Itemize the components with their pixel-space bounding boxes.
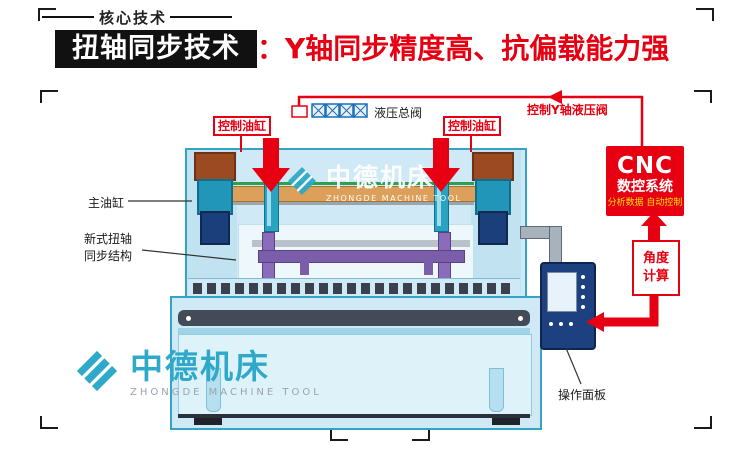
front-panel bbox=[178, 334, 532, 416]
hydraulic-valve-symbol bbox=[311, 103, 368, 118]
crop-mark bbox=[40, 416, 58, 429]
panel-button bbox=[581, 295, 585, 299]
footer-brand-cn: 中德机床 bbox=[130, 347, 270, 386]
cnc-system-box: CNC 数控系统 分析数据 自动控制 bbox=[606, 146, 684, 216]
label-control-y-valve: 控制Y轴液压阀 bbox=[527, 103, 608, 117]
angle-to-cnc-arrow bbox=[641, 212, 667, 240]
footer-logo: 中德机床 ZHONGDE MACHINE TOOL bbox=[74, 348, 322, 398]
crop-mark bbox=[412, 428, 430, 441]
right-main-cylinder-body bbox=[475, 179, 511, 215]
panel-button bbox=[581, 275, 585, 279]
header-rule-right bbox=[170, 16, 232, 18]
label-control-cylinder-left: 控制油缸 bbox=[213, 116, 271, 136]
left-main-cylinder-body bbox=[197, 179, 233, 215]
front-slot-left bbox=[206, 368, 221, 412]
right-control-cylinder-highlight bbox=[437, 182, 441, 226]
cnc-subtitle: 数控系统 bbox=[617, 178, 673, 195]
torsion-link-left bbox=[300, 261, 309, 275]
left-control-cylinder-highlight bbox=[267, 182, 271, 226]
right-oil-tank bbox=[472, 152, 514, 181]
header-tag: 核心技术 bbox=[99, 9, 168, 27]
panel-button bbox=[569, 322, 573, 326]
machine-foot-right bbox=[492, 418, 520, 425]
leader-operation-panel bbox=[565, 347, 582, 385]
front-slot-right bbox=[489, 368, 504, 412]
cnc-caption: 分析数据 自动控制 bbox=[607, 197, 683, 208]
page-title: 扭轴同步技术 bbox=[55, 30, 257, 68]
torsion-link-right bbox=[424, 261, 433, 275]
crop-mark bbox=[694, 90, 712, 103]
center-watermark: 中德机床 ZHONGDE MACHINE TOOL bbox=[286, 158, 461, 203]
base-edge bbox=[178, 414, 530, 418]
torsion-cross-rail bbox=[252, 240, 470, 247]
hydraulic-valve-crosses bbox=[311, 103, 368, 118]
page-subtitle: ：Y轴同步精度高、抗偏载能力强 bbox=[257, 32, 670, 65]
angle-calc-label: 角度计算 bbox=[642, 251, 669, 284]
bed-bolt-left bbox=[186, 316, 191, 321]
footer-brand-en: ZHONGDE MACHINE TOOL bbox=[130, 387, 322, 398]
bed-bolt-right bbox=[518, 316, 523, 321]
brand-diamond-icon bbox=[288, 166, 316, 195]
crop-mark bbox=[696, 8, 714, 21]
bed-trim-line bbox=[178, 328, 530, 334]
cnc-title: CNC bbox=[616, 152, 673, 179]
label-torsion-structure: 新式扭轴 同步结构 bbox=[74, 231, 142, 265]
crop-mark bbox=[330, 428, 348, 441]
header-rule-left bbox=[42, 16, 94, 18]
left-oil-tank bbox=[194, 152, 236, 181]
torsion-shaft-bar bbox=[258, 250, 465, 263]
panel-button bbox=[549, 322, 553, 326]
brand-diamond-icon bbox=[76, 350, 118, 392]
green-guide-line bbox=[232, 182, 474, 185]
label-torsion-line1: 新式扭轴 bbox=[83, 232, 132, 246]
left-main-cylinder-piston bbox=[200, 211, 230, 245]
label-operation-panel: 操作面板 bbox=[558, 388, 607, 402]
work-bed-bar bbox=[178, 310, 530, 326]
angle-calc-box: 角度计算 bbox=[632, 240, 680, 296]
label-hydraulic-main-valve: 液压总阀 bbox=[374, 106, 423, 120]
right-main-cylinder-piston bbox=[478, 211, 508, 245]
panel-button bbox=[581, 285, 585, 289]
label-main-cylinder: 主油缸 bbox=[88, 196, 125, 210]
watermark-brand-en: ZHONGDE MACHINE TOOL bbox=[326, 194, 462, 203]
crop-mark bbox=[40, 90, 58, 103]
label-torsion-line2: 同步结构 bbox=[83, 249, 132, 263]
label-control-cylinder-right: 控制油缸 bbox=[443, 116, 501, 136]
watermark-brand-cn: 中德机床 bbox=[326, 163, 435, 192]
crop-mark bbox=[694, 416, 712, 429]
panel-screen bbox=[547, 272, 577, 312]
valve-red-port bbox=[291, 105, 308, 118]
tool-clamp-segments bbox=[193, 283, 515, 294]
panel-button bbox=[581, 305, 585, 309]
crop-mark bbox=[38, 8, 56, 21]
machine-foot-left bbox=[194, 418, 222, 425]
ram-lower-line bbox=[232, 202, 474, 205]
panel-button bbox=[559, 322, 563, 326]
angle-to-panel-path bbox=[602, 294, 659, 327]
